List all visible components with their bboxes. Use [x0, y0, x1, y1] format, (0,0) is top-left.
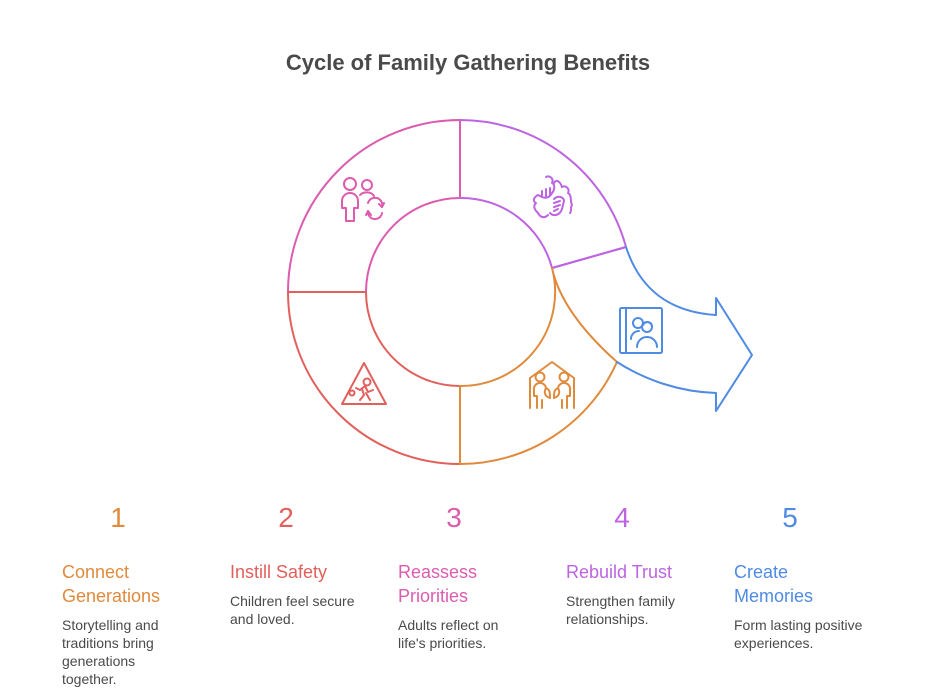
step-number: 5 — [782, 502, 798, 533]
step-number: 2 — [278, 502, 294, 533]
segment-shape — [287, 291, 461, 465]
step-number: 4 — [614, 502, 630, 533]
segment-connect-generations — [459, 267, 618, 465]
child-safety-sign-icon — [341, 362, 387, 405]
step-4: 4 Rebuild Trust Strengthen family relati… — [566, 500, 716, 628]
segment-instill-safety — [287, 291, 461, 465]
step-description: Form lasting positive experiences. — [734, 617, 863, 651]
segment-shape — [459, 119, 627, 269]
segment-create-memories — [616, 246, 753, 412]
segment-rebuild-trust — [459, 119, 627, 269]
arrow-shape — [616, 246, 753, 412]
handshake-icon — [532, 175, 573, 219]
step-number: 1 — [110, 502, 126, 533]
segment-reassess-priorities — [287, 119, 461, 293]
step-description: Children feel secure and loved. — [230, 593, 355, 627]
step-description: Strengthen family relationships. — [566, 593, 675, 627]
step-heading: Rebuild Trust — [566, 562, 673, 582]
photo-album-icon — [619, 307, 663, 354]
step-1: 1 Connect Generations Storytelling and t… — [62, 500, 212, 688]
step-heading: Connect Generations — [62, 562, 161, 606]
step-heading: Reassess Priorities — [398, 562, 478, 606]
segment-divider — [551, 246, 627, 269]
step-heading: Create Memories — [734, 562, 814, 606]
segment-shape — [287, 119, 461, 293]
step-2: 2 Instill Safety Children feel secure an… — [230, 500, 380, 628]
step-heading: Instill Safety — [230, 562, 328, 582]
segment-shape — [459, 267, 618, 465]
step-number: 3 — [446, 502, 462, 533]
family-house-icon — [529, 361, 575, 409]
step-description: Storytelling and traditions bring genera… — [62, 617, 159, 687]
diagram-title: Cycle of Family Gathering Benefits — [285, 50, 651, 75]
step-3: 3 Reassess Priorities Adults reflect on … — [398, 500, 548, 652]
people-refresh-icon — [341, 177, 385, 222]
step-5: 5 Create Memories Form lasting positive … — [734, 500, 884, 652]
step-description: Adults reflect on life's priorities. — [398, 617, 499, 651]
